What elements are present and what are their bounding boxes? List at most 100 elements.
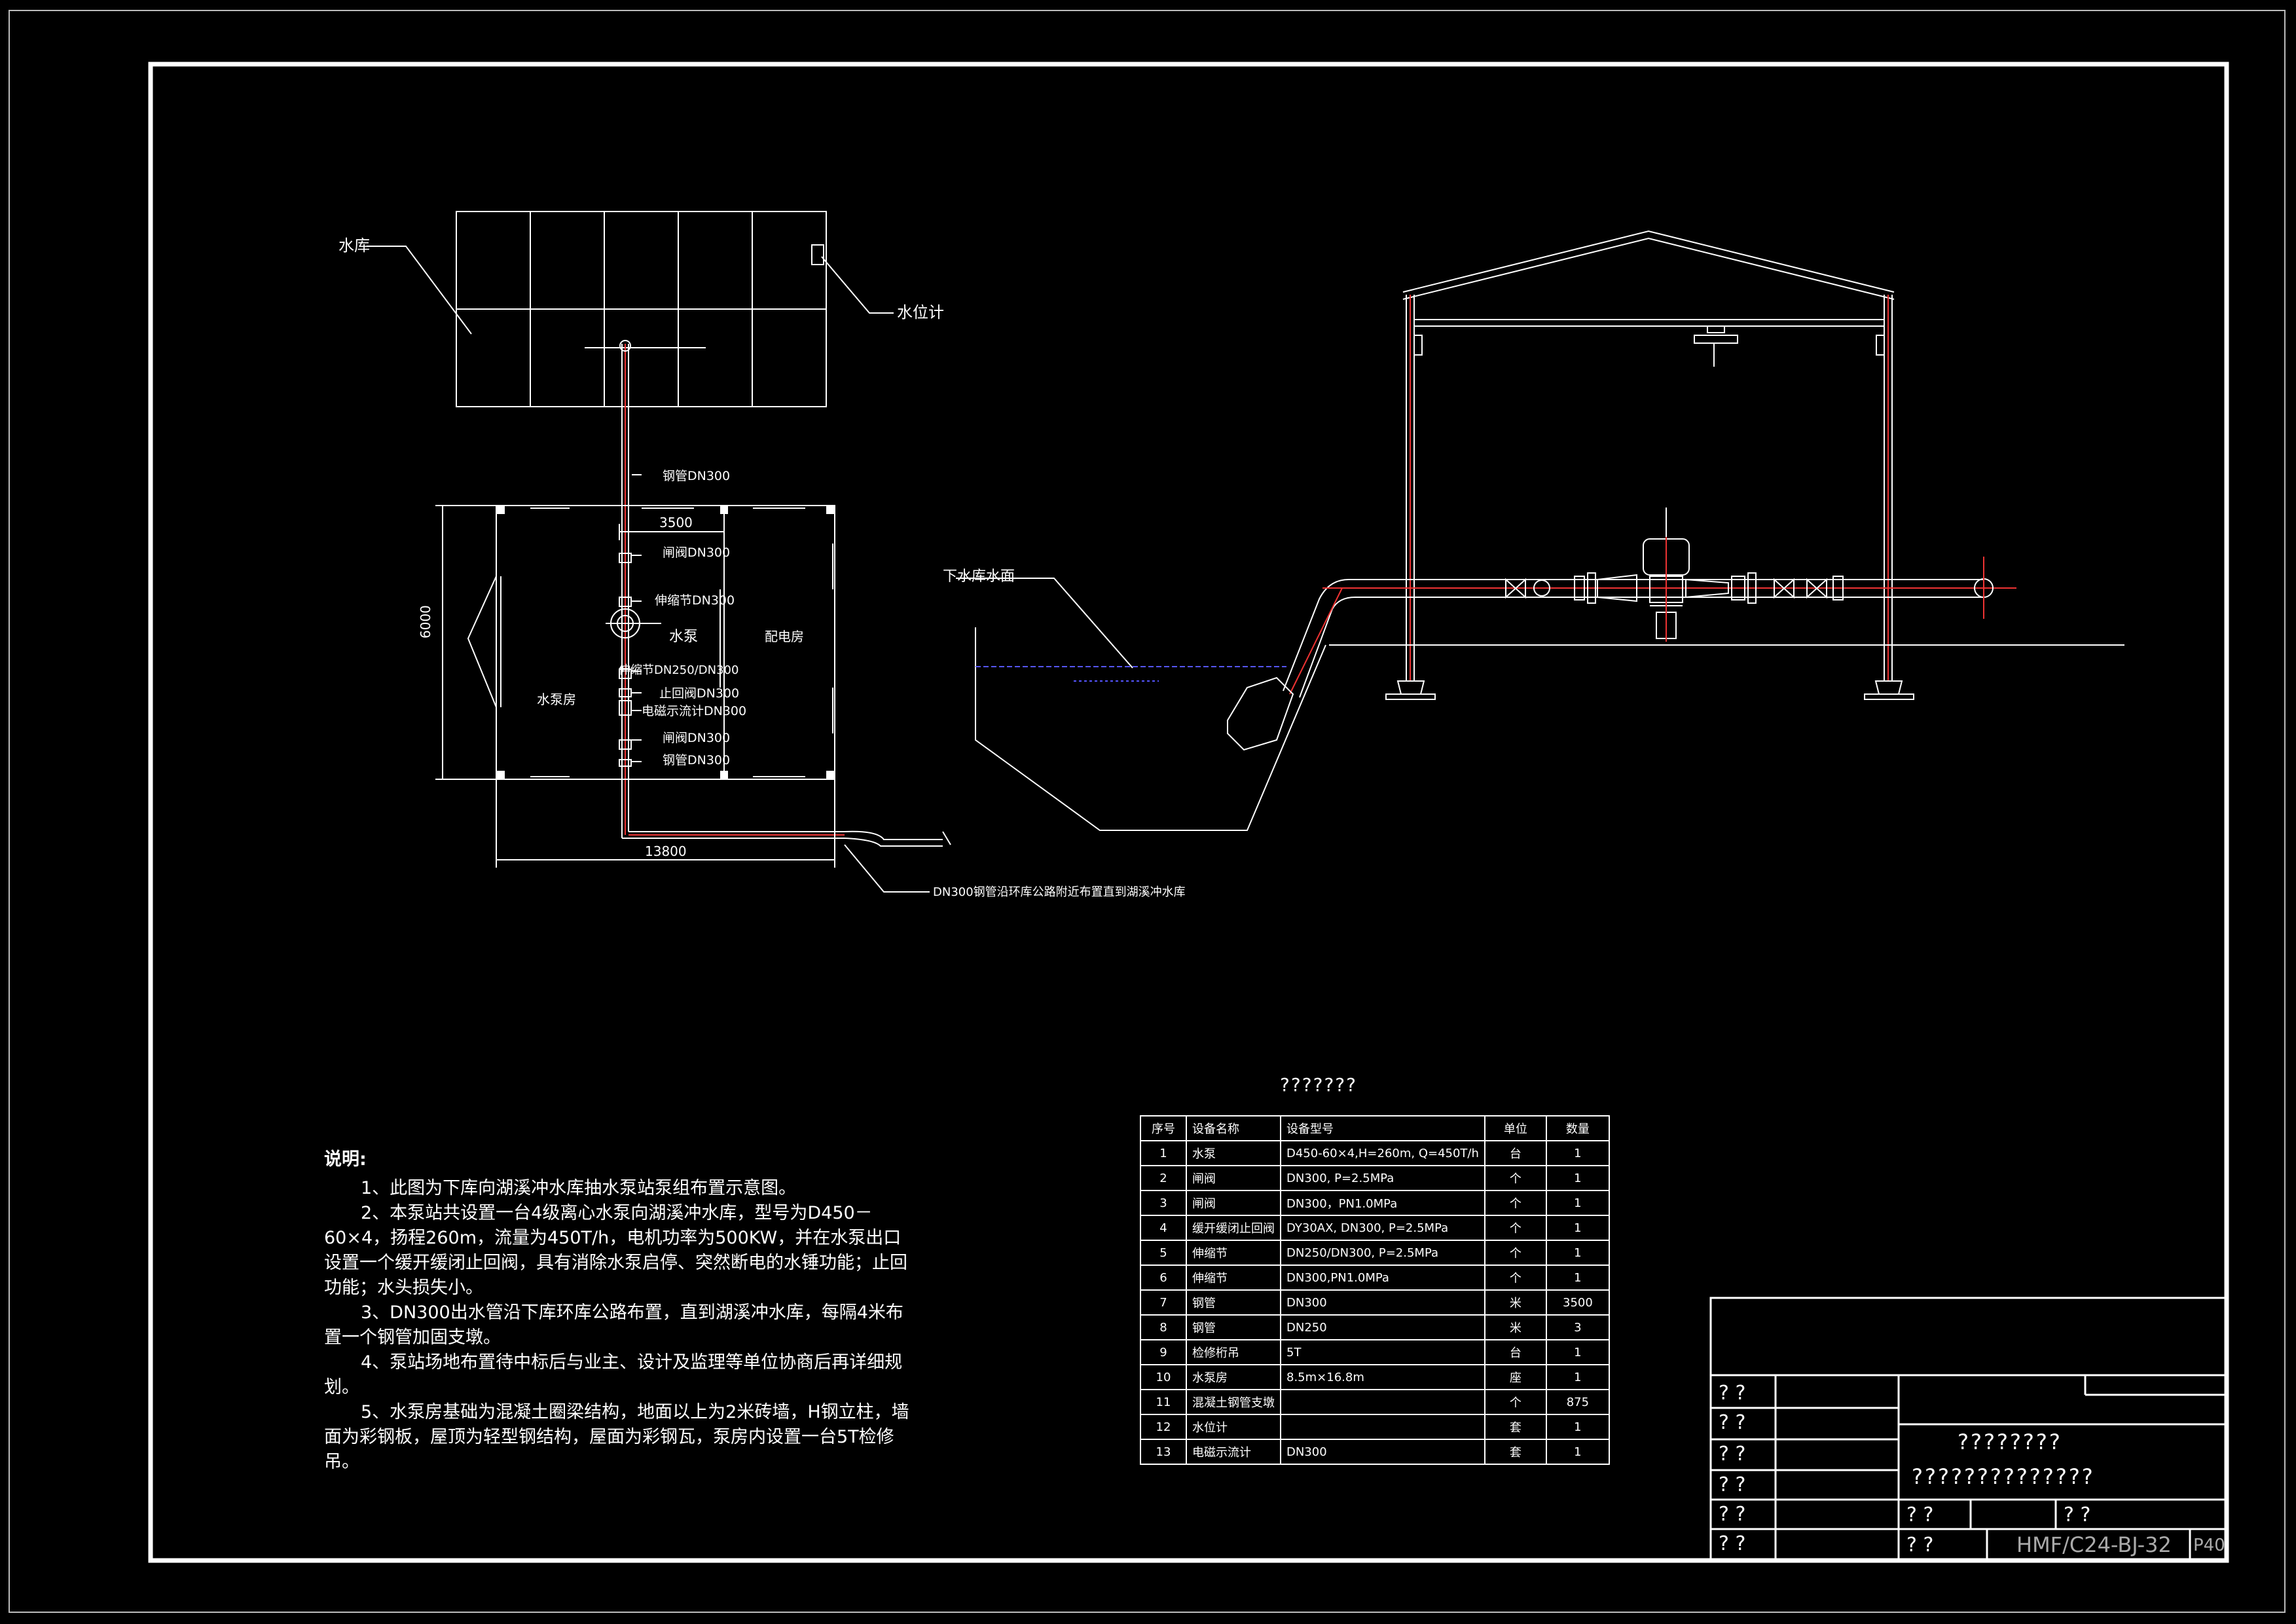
cell-name: 闸阀 bbox=[1186, 1190, 1281, 1216]
title-cell: ? ? bbox=[1906, 1534, 1934, 1557]
cell-name: 伸缩节 bbox=[1186, 1240, 1281, 1266]
title-cell: ? ? bbox=[1719, 1382, 1746, 1405]
cell-qty: 1 bbox=[1545, 1240, 1610, 1266]
cell-qty: 1 bbox=[1545, 1190, 1610, 1216]
header-name: 设备名称 bbox=[1186, 1115, 1281, 1141]
cell-model: D450-60×4,H=260m, Q=450T/h bbox=[1280, 1140, 1485, 1166]
cell-index: 1 bbox=[1140, 1140, 1187, 1166]
cell-unit: 个 bbox=[1484, 1165, 1547, 1191]
cell-unit: 个 bbox=[1484, 1190, 1547, 1216]
title-cell: ? ? bbox=[1719, 1473, 1746, 1496]
cell-name: 混凝土钢管支墩 bbox=[1186, 1389, 1281, 1415]
cell-unit: 个 bbox=[1484, 1264, 1547, 1291]
label-steel-pipe-top: 钢管DN300 bbox=[663, 469, 731, 483]
label-expansion-joint-1: 伸缩节DN300 bbox=[655, 593, 735, 608]
cell-qty: 1 bbox=[1545, 1165, 1610, 1191]
cell-name: 水位计 bbox=[1186, 1414, 1281, 1440]
label-gate-valve-2: 闸阀DN300 bbox=[663, 731, 731, 745]
cell-model: DN300，PN1.0MPa bbox=[1280, 1190, 1485, 1216]
cell-qty: 1 bbox=[1545, 1439, 1610, 1465]
label-distribution-room: 配电房 bbox=[765, 629, 804, 644]
note-item: 2、本泵站共设置一台4级离心水泵向湖溪冲水库，型号为D450－60×4，扬程26… bbox=[324, 1203, 907, 1298]
project-name-line2: ?????????????? bbox=[1912, 1464, 2095, 1489]
header-qty: 数量 bbox=[1545, 1115, 1610, 1141]
pump-room-outline bbox=[496, 505, 835, 780]
cell-unit: 个 bbox=[1484, 1389, 1547, 1415]
title-cell: ? ? bbox=[1906, 1504, 1934, 1526]
note-item: 1、此图为下库向湖溪冲水库抽水泵站泵组布置示意图。 bbox=[361, 1178, 797, 1198]
drawing-frame bbox=[148, 62, 2229, 1563]
cell-model bbox=[1280, 1389, 1485, 1415]
title-block-frame bbox=[1709, 1297, 2228, 1562]
cell-qty: 1 bbox=[1545, 1215, 1610, 1241]
cell-qty: 1 bbox=[1545, 1414, 1610, 1440]
cell-name: 电磁示流计 bbox=[1186, 1439, 1281, 1465]
label-steel-pipe-bottom: 钢管DN300 bbox=[663, 753, 731, 767]
cell-name: 伸缩节 bbox=[1186, 1264, 1281, 1291]
label-reservoir: 水库 bbox=[338, 236, 370, 255]
label-lower-water-surface: 下水库水面 bbox=[943, 568, 1015, 585]
cell-model: 5T bbox=[1280, 1339, 1485, 1365]
cell-qty: 875 bbox=[1545, 1389, 1610, 1415]
cell-index: 12 bbox=[1140, 1414, 1187, 1440]
note-item: 3、DN300出水管沿下库环库公路布置，直到湖溪冲水库，每隔4米布置一个钢管加固… bbox=[324, 1302, 903, 1348]
cell-qty: 3500 bbox=[1545, 1289, 1610, 1316]
cell-model: DY30AX, DN300, P=2.5MPa bbox=[1280, 1215, 1485, 1241]
equipment-table-title: ??????? bbox=[1280, 1074, 1358, 1096]
notes-heading: 说明: bbox=[324, 1149, 367, 1170]
cell-unit: 套 bbox=[1484, 1414, 1547, 1440]
cell-unit: 个 bbox=[1484, 1215, 1547, 1241]
title-cell: ? ? bbox=[1719, 1411, 1746, 1434]
cell-model: 8.5m×16.8m bbox=[1280, 1364, 1485, 1390]
cell-qty: 1 bbox=[1545, 1364, 1610, 1390]
cell-unit: 座 bbox=[1484, 1364, 1547, 1390]
label-dim-13800: 13800 bbox=[645, 843, 687, 859]
header-unit: 单位 bbox=[1484, 1115, 1547, 1141]
label-pump: 水泵 bbox=[669, 629, 699, 645]
cell-name: 钢管 bbox=[1186, 1314, 1281, 1340]
cell-unit: 台 bbox=[1484, 1140, 1547, 1166]
cell-index: 11 bbox=[1140, 1389, 1187, 1415]
plan-view bbox=[367, 211, 951, 893]
cell-index: 8 bbox=[1140, 1314, 1187, 1340]
label-gate-valve-1: 闸阀DN300 bbox=[663, 545, 731, 560]
cell-model bbox=[1280, 1414, 1485, 1440]
cell-model: DN300 bbox=[1280, 1289, 1485, 1316]
cell-index: 3 bbox=[1140, 1190, 1187, 1216]
cell-index: 4 bbox=[1140, 1215, 1187, 1241]
cell-index: 6 bbox=[1140, 1264, 1187, 1291]
label-expansion-joint-2: 伸缩节DN250/DN300 bbox=[619, 663, 739, 677]
label-flowmeter: 电磁示流计DN300 bbox=[642, 704, 747, 718]
cell-model: DN250/DN300, P=2.5MPa bbox=[1280, 1240, 1485, 1266]
cell-qty: 1 bbox=[1545, 1339, 1610, 1365]
cell-model: DN250 bbox=[1280, 1314, 1485, 1340]
cell-unit: 台 bbox=[1484, 1339, 1547, 1365]
elevation-view bbox=[956, 230, 2124, 831]
outer-border bbox=[9, 10, 2286, 1613]
cell-unit: 个 bbox=[1484, 1240, 1547, 1266]
header-index: 序号 bbox=[1140, 1115, 1187, 1141]
cell-index: 13 bbox=[1140, 1439, 1187, 1465]
header-model: 设备型号 bbox=[1280, 1115, 1485, 1141]
title-cell: ? ? bbox=[1719, 1443, 1746, 1466]
cell-unit: 米 bbox=[1484, 1314, 1547, 1340]
cell-qty: 1 bbox=[1545, 1264, 1610, 1291]
design-notes: 说明: 1、此图为下库向湖溪冲水库抽水泵站泵组布置示意图。 2、本泵站共设置一台… bbox=[324, 1147, 913, 1475]
cell-name: 水泵房 bbox=[1186, 1364, 1281, 1390]
cell-unit: 套 bbox=[1484, 1439, 1547, 1465]
cell-index: 2 bbox=[1140, 1165, 1187, 1191]
title-cell: ? ? bbox=[1719, 1503, 1746, 1526]
cell-name: 闸阀 bbox=[1186, 1165, 1281, 1191]
